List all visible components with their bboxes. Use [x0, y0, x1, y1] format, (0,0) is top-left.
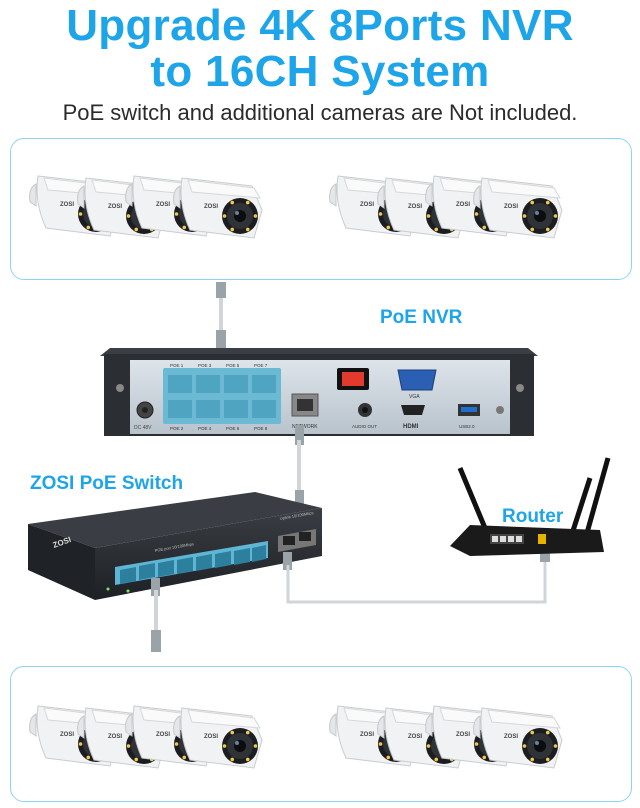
port-label-poe6: POE 6	[226, 426, 240, 431]
cable-nvr-switch	[295, 425, 304, 510]
nvr-label: PoE NVR	[380, 307, 463, 328]
port-label-poe7: POE 7	[254, 363, 268, 368]
title-line-1: Upgrade 4K 8Ports NVR	[66, 1, 574, 50]
camera-brand: ZOSI	[204, 204, 218, 210]
bullet-camera: ZOSI	[473, 177, 563, 239]
bullet-camera: ZOSI	[173, 707, 263, 769]
poe-nvr: DC 48V POE 1 POE 3 POE 5 POE 7 POE 2 POE…	[100, 348, 538, 436]
camera-brand: ZOSI	[60, 732, 74, 738]
camera-brand: ZOSI	[456, 202, 470, 208]
port-label-poe3: POE 3	[198, 363, 212, 368]
cable-bottom	[151, 578, 161, 652]
vga-label: VGA	[409, 394, 420, 400]
title-line-2: to 16CH System	[150, 47, 490, 96]
audio-label: AUDIO OUT	[352, 424, 377, 429]
switch-uplink-label: Uplink 10/100Mbps	[279, 510, 314, 521]
subtitle: PoE switch and additional cameras are No…	[62, 100, 578, 125]
hdmi-label: HDMI	[403, 424, 419, 430]
camera-brand: ZOSI	[156, 202, 170, 208]
switch-poe-label: POE port 10/100Mbps	[154, 541, 194, 553]
camera-brand: ZOSI	[108, 734, 122, 740]
router	[450, 457, 611, 556]
dc-label: DC 48V	[134, 425, 152, 431]
bullet-camera: ZOSI	[173, 177, 263, 239]
usb-label: USB2.0	[459, 424, 475, 429]
camera-brand: ZOSI	[408, 734, 422, 740]
camera-brand: ZOSI	[204, 734, 218, 740]
router-label: Router	[502, 506, 564, 527]
port-label-poe8: POE 8	[254, 426, 268, 431]
camera-brand: ZOSI	[60, 202, 74, 208]
network-label: NETWORK	[292, 424, 318, 430]
port-label-poe4: POE 4	[198, 426, 212, 431]
camera-brand: ZOSI	[408, 204, 422, 210]
camera-brand: ZOSI	[504, 734, 518, 740]
nvr-poe-ports	[163, 368, 281, 424]
camera-brand: ZOSI	[156, 732, 170, 738]
switch-label: ZOSI PoE Switch	[30, 473, 184, 494]
port-label-poe1: POE 1	[170, 363, 184, 368]
switch-poe-ports	[115, 541, 268, 585]
bullet-camera: ZOSI	[473, 707, 563, 769]
port-label-poe2: POE 2	[170, 426, 184, 431]
camera-brand: ZOSI	[456, 732, 470, 738]
camera-brand: ZOSI	[108, 204, 122, 210]
camera-brand: ZOSI	[360, 732, 374, 738]
camera-brand: ZOSI	[360, 202, 374, 208]
poe-switch: ZOSI POE port 10/100Mbps Uplink 10/100Mb…	[28, 492, 322, 600]
cable-top	[216, 282, 226, 350]
camera-brand: ZOSI	[504, 204, 518, 210]
port-label-poe5: POE 5	[226, 363, 240, 368]
